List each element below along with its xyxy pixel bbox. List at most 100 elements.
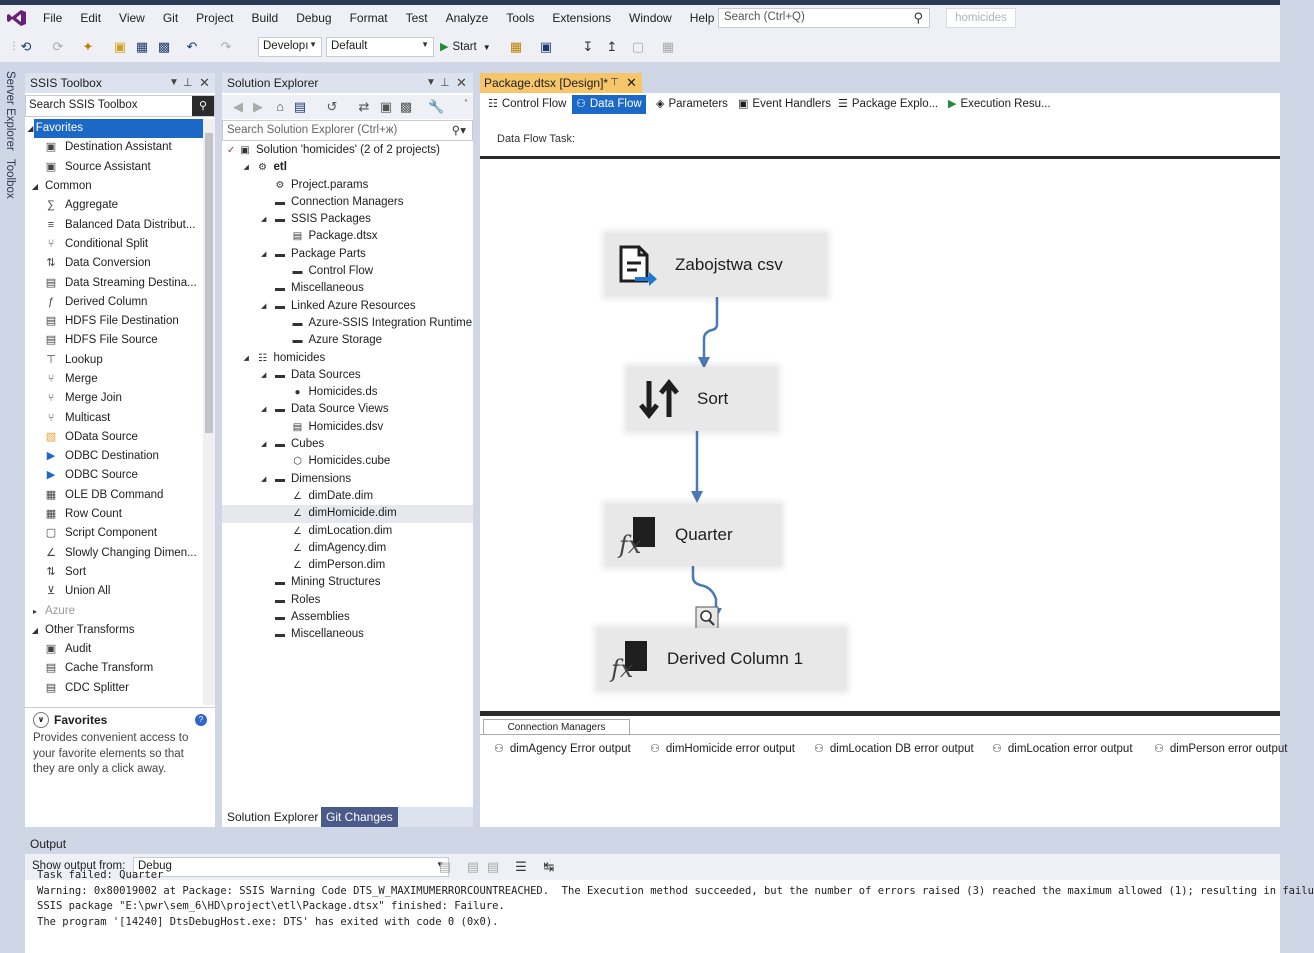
menu-help[interactable]: Help <box>689 11 715 25</box>
platform-select[interactable]: Default▼ <box>326 37 434 57</box>
toolbox-item[interactable]: ⑂Conditional Split <box>25 235 203 254</box>
designer-tab-control-flow[interactable]: ☷Control Flow <box>484 95 570 114</box>
tree-node[interactable]: ✓▣Solution 'homicides' (2 of 2 projects) <box>222 142 473 159</box>
show-all-files-icon[interactable]: ▩ <box>399 99 413 114</box>
menu-build[interactable]: Build <box>251 11 279 25</box>
menu-format[interactable]: Format <box>349 11 388 25</box>
toolbox-item[interactable]: ⑂Merge Join <box>25 389 203 408</box>
properties-wrench-icon[interactable]: 🔧 <box>428 99 445 114</box>
toolbox-item[interactable]: ⇅Sort <box>25 563 203 582</box>
back-icon[interactable]: ◀ <box>233 99 243 114</box>
tree-node[interactable]: ◢⚙etl <box>222 159 473 176</box>
designer-tab-execution-resu[interactable]: ▶Execution Resu... <box>944 95 1055 114</box>
dropdown-icon[interactable]: ▼ <box>169 77 179 88</box>
expand-chevron-icon[interactable]: ◢ <box>261 250 267 258</box>
redo-icon[interactable]: ↷ <box>220 39 232 54</box>
new-project-icon[interactable]: ✦ <box>82 39 94 54</box>
toolbox-group-other-transforms[interactable]: ◢Other Transforms <box>25 621 203 640</box>
toolbox-group-azure[interactable]: ▸Azure <box>25 601 203 620</box>
next-message-icon[interactable]: ▤ <box>486 859 500 874</box>
collapse-all-icon[interactable]: ▣ <box>379 99 393 114</box>
connection-manager-item[interactable]: ⚇dimLocation error output <box>992 742 1133 755</box>
server-explorer-tab[interactable]: Server Explorer <box>4 71 16 151</box>
toolbox-item[interactable]: ⊤Lookup <box>25 351 203 370</box>
expand-chevron-icon[interactable]: ◢ <box>243 164 249 172</box>
tree-node[interactable]: ∠dimAgency.dim <box>222 540 473 557</box>
save-all-icon[interactable]: ▩ <box>157 39 171 54</box>
component-flat-file-source[interactable]: Zabojstwa csv <box>605 233 827 296</box>
history-icon[interactable]: ↺ <box>326 99 338 114</box>
toolbox-group-favorites[interactable]: ◢Favorites <box>25 119 203 139</box>
toolbox-item[interactable]: ▣Source Assistant <box>25 158 203 177</box>
toolbox-item[interactable]: ⇅Data Conversion <box>25 254 203 273</box>
screenshot-icon[interactable]: ▣ <box>539 39 553 54</box>
connection-manager-item[interactable]: ⚇dimAgency Error output <box>494 742 631 755</box>
toolbox-item[interactable]: ⊻Union All <box>25 582 203 601</box>
menu-git[interactable]: Git <box>162 11 179 25</box>
menu-window[interactable]: Window <box>629 11 672 25</box>
expand-chevron-icon[interactable]: ◢ <box>243 354 249 362</box>
start-debugging-button[interactable]: ▶Start▼ <box>440 37 491 57</box>
toolbox-search-input[interactable]: Search SSIS Toolbox ⚲ <box>25 95 215 117</box>
toolbox-item[interactable]: ▣Audit <box>25 640 203 659</box>
forward-icon[interactable]: ▶ <box>253 99 263 114</box>
menu-file[interactable]: File <box>43 11 63 25</box>
word-wrap-icon[interactable]: ↹ <box>543 859 555 874</box>
tree-node[interactable]: ◢▬Data Sources <box>222 367 473 384</box>
toolbox-item[interactable]: ▶ODBC Destination <box>25 447 203 466</box>
save-icon[interactable]: ▦ <box>135 39 149 54</box>
help-icon[interactable]: ? <box>195 714 207 726</box>
toolbox-item[interactable]: ⑂Merge <box>25 370 203 389</box>
designer-tab-data-flow[interactable]: ⚇Data Flow <box>572 95 646 114</box>
visual-studio-logo-icon[interactable] <box>0 5 34 31</box>
tree-node[interactable]: ◢▬Dimensions <box>222 471 473 488</box>
chevron-down-icon[interactable]: ◢ <box>27 124 34 134</box>
toolbox-item[interactable]: ▧OData Source <box>25 428 203 447</box>
data-flow-canvas[interactable]: Zabojstwa csv Sort fx Quarter fx Derived… <box>480 159 1280 711</box>
forward-icon[interactable]: ⟳ <box>52 39 64 54</box>
toolbox-scrollbar[interactable] <box>203 119 215 705</box>
designer-tab-event-handlers[interactable]: ▣Event Handlers <box>734 95 835 114</box>
pin-icon[interactable]: ⊥ <box>183 77 193 89</box>
tree-node[interactable]: ▬Control Flow <box>222 263 473 280</box>
connector-source-sort[interactable] <box>702 297 719 359</box>
toolbox-item[interactable]: ▦OLE DB Command <box>25 486 203 505</box>
tree-node[interactable]: ◢▬Linked Azure Resources <box>222 298 473 315</box>
connector-quarter-derived[interactable] <box>691 553 718 611</box>
package-icon[interactable]: ▦ <box>509 39 523 54</box>
tree-node[interactable]: ⬡Homicides.cube <box>222 453 473 470</box>
menu-project[interactable]: Project <box>196 11 234 25</box>
comment-icon[interactable]: ▢ <box>631 39 645 54</box>
tree-node[interactable]: ◢▬Cubes <box>222 436 473 453</box>
sync-icon[interactable]: ⇄ <box>358 99 370 114</box>
toolbox-item[interactable]: ▤CDC Splitter <box>25 679 203 698</box>
expand-chevron-icon[interactable]: ◢ <box>261 216 267 224</box>
close-icon[interactable]: ✕ <box>626 75 637 90</box>
tree-node[interactable]: ∠dimDate.dim <box>222 488 473 505</box>
expand-chevron-icon[interactable]: ◢ <box>261 406 267 414</box>
component-derived-column[interactable]: fx Derived Column 1 <box>597 628 846 690</box>
configuration-select[interactable]: Developı▼ <box>258 37 322 57</box>
expand-chevron-icon[interactable]: ◢ <box>261 441 267 449</box>
solution-explorer-search-input[interactable]: Search Solution Explorer (Ctrl+ж) ⚲▾ <box>222 120 473 141</box>
undo-icon[interactable]: ↶ <box>186 39 198 54</box>
tree-node[interactable]: ▬Connection Managers <box>222 194 473 211</box>
toolbox-item[interactable]: ▢Script Component <box>25 524 203 543</box>
back-icon[interactable]: ⟲ <box>20 39 32 54</box>
component-quarter[interactable]: fx Quarter <box>605 504 781 566</box>
toolbox-item[interactable]: ▦Row Count <box>25 505 203 524</box>
close-icon[interactable]: ✕ <box>199 75 210 90</box>
tree-node[interactable]: ▬Miscellaneous <box>222 626 473 643</box>
collapse-chevron-icon[interactable]: ∨ <box>33 712 49 728</box>
tree-node[interactable]: ▬Assemblies <box>222 609 473 626</box>
expand-chevron-icon[interactable]: ◢ <box>261 371 267 379</box>
tree-node[interactable]: ▬Azure-SSIS Integration Runtime <box>222 315 473 332</box>
tree-node[interactable]: ◢☷homicides <box>222 350 473 367</box>
toolbox-item[interactable]: ∑Aggregate <box>25 196 203 215</box>
toolbox-item[interactable]: ▤Data Streaming Destina... <box>25 273 203 292</box>
toolbox-item[interactable]: ∠Slowly Changing Dimen... <box>25 544 203 563</box>
menu-extensions[interactable]: Extensions <box>552 11 612 25</box>
expand-chevron-icon[interactable]: ◢ <box>261 475 267 483</box>
toolbox-item[interactable]: ▤Cache Transform <box>25 659 203 678</box>
